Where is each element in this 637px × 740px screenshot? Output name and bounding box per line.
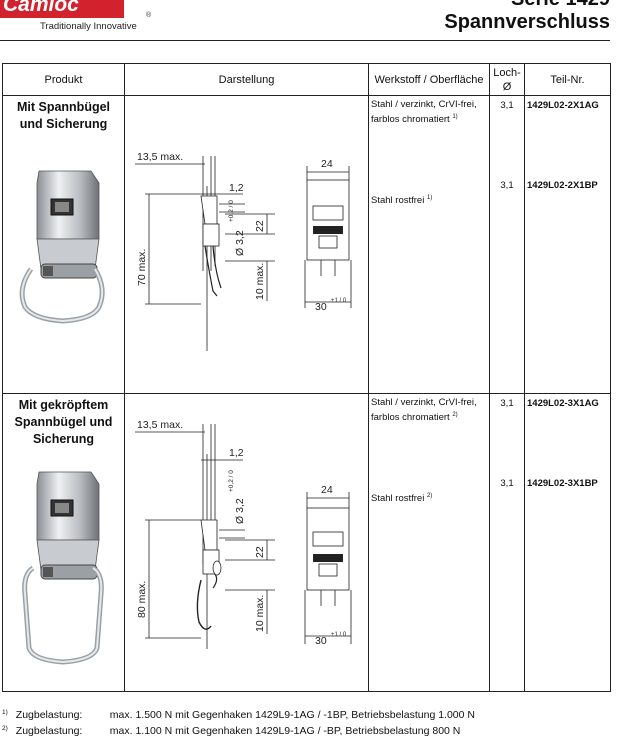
latch-side-detail (313, 226, 343, 234)
hole-cell: 3,1 3,1 (489, 393, 525, 692)
hole-cell: 3,1 3,1 (489, 95, 525, 394)
drawing-cell: 13,5 max. 1,2 Ø 3,2 +0,2 / 0 80 max. 22 … (124, 393, 369, 692)
footnote-text: max. 1.500 N mit Gegenhaken 1429L9-1AG /… (109, 709, 475, 721)
latch-side-detail (313, 554, 343, 562)
product-cell: Mit gekröpftem Spannbügel und Sicherung (2, 393, 125, 692)
material-text: Stahl rostfrei 2) (371, 493, 433, 505)
material-cell: Stahl / verzinkt, CrVI-frei, farblos chr… (368, 95, 490, 394)
table-row: Mit gekröpftem Spannbügel und Sicherung (2, 393, 611, 692)
dim-hook-offset: 10 max. (254, 595, 266, 632)
dim-hole-diameter: Ø 3,2 (234, 498, 246, 524)
technical-drawing: 13,5 max. 1,2 Ø 3,2 +0,2 / 0 80 max. 22 … (135, 419, 352, 649)
dim-overall-height: 70 max. (136, 249, 148, 286)
material-text: Stahl rostfrei 1) (371, 195, 433, 207)
footnote-mark: 2) (2, 725, 8, 732)
footnote-mark: 1) (2, 709, 8, 716)
part-number: 1429L02-2X1AG (527, 100, 599, 111)
part-number: 1429L02-2X1BP (527, 180, 598, 191)
header-hole: Loch-Ø (489, 63, 525, 96)
product-photo (22, 471, 104, 665)
table-row: Mit Spannbügel und Sicherung (2, 95, 611, 394)
technical-drawing: 13,5 max. 1,2 Ø 3,2 +0,2 / 0 70 max. 22 … (135, 151, 352, 351)
material-cell: Stahl / verzinkt, CrVI-frei, farblos chr… (368, 393, 490, 692)
dim-width: 24 (321, 484, 333, 496)
tagline: Traditionally Innovative (40, 21, 137, 32)
product-table: Produkt Darstellung Werkstoff / Oberfläc… (2, 63, 611, 692)
product-cell: Mit Spannbügel und Sicherung (2, 95, 125, 394)
part-number: 1429L02-3X1BP (527, 478, 598, 489)
brand-logo: Camloc (0, 0, 124, 18)
header-drawing: Darstellung (124, 63, 369, 96)
page-title: Spannverschluss (444, 11, 610, 33)
drawing-cell: 13,5 max. 1,2 Ø 3,2 +0,2 / 0 70 max. 22 … (124, 95, 369, 394)
hole-value: 3,1 (500, 180, 514, 191)
dim-hole-diameter: Ø 3,2 (234, 230, 246, 256)
part-number: 1429L02-3X1AG (527, 398, 599, 409)
dim-overall-depth: 13,5 max. (137, 151, 183, 163)
header-material: Werkstoff / Oberfläche (368, 63, 490, 96)
header-product: Produkt (2, 63, 125, 96)
part-cell: 1429L02-3X1AG 1429L02-3X1BP (524, 393, 611, 692)
dim-hole-distance: 22 (254, 220, 266, 232)
logo-text: Camloc (3, 0, 79, 16)
dim-overall-depth: 13,5 max. (137, 419, 183, 431)
product-name: Mit gekröpftem Spannbügel und Sicherung (14, 398, 113, 446)
footnote-2: 2) Zugbelastung: max. 1.100 N mit Gegenhak… (2, 725, 460, 737)
footnote-label: Zugbelastung: (15, 709, 83, 721)
dim-mount-width: 30 (315, 301, 327, 313)
dim-thickness: 1,2 (229, 447, 244, 459)
dim-mount-tolerance: +1 / 0 (331, 632, 347, 638)
part-cell: 1429L02-2X1AG 1429L02-2X1BP (524, 95, 611, 394)
dim-mount-width: 30 (315, 635, 327, 647)
dim-hole-distance: 22 (254, 546, 266, 558)
header-divider (0, 40, 610, 41)
dim-hole-tolerance: +0,2 / 0 (228, 200, 235, 222)
dim-thickness: 1,2 (229, 182, 244, 194)
dim-hook-offset: 10 max. (254, 263, 266, 300)
product-name: Mit Spannbügel und Sicherung (16, 100, 111, 131)
footnote-1: 1) Zugbelastung: max. 1.500 N mit Gegenhak… (2, 709, 475, 721)
registered-mark: ® (146, 12, 152, 19)
hole-value: 3,1 (500, 398, 514, 409)
material-text: Stahl / verzinkt, CrVI-frei, farblos chr… (371, 397, 477, 424)
footnote-label: Zugbelastung: (15, 725, 83, 737)
footnote-ref: 2) (452, 412, 458, 418)
footnote-ref: 1) (426, 195, 433, 202)
dim-width: 24 (321, 158, 333, 170)
footnote-ref: 1) (452, 114, 458, 120)
series-label: Serie 1429 (511, 0, 610, 11)
hole-value: 3,1 (500, 478, 514, 489)
product-photo (19, 170, 105, 324)
table-header-row: Produkt Darstellung Werkstoff / Oberfläc… (2, 63, 611, 96)
material-text: Stahl / verzinkt, CrVI-frei, farblos chr… (371, 99, 477, 126)
dim-overall-height: 80 max. (136, 581, 148, 618)
hole-value: 3,1 (500, 100, 514, 111)
footnote-ref: 2) (426, 493, 433, 500)
dim-mount-tolerance: +1 / 0 (331, 298, 347, 304)
dim-hole-tolerance: +0,2 / 0 (228, 470, 235, 492)
footnote-text: max. 1.100 N mit Gegenhaken 1429L9-1AG /… (109, 725, 461, 737)
header-part-number: Teil-Nr. (524, 63, 611, 96)
